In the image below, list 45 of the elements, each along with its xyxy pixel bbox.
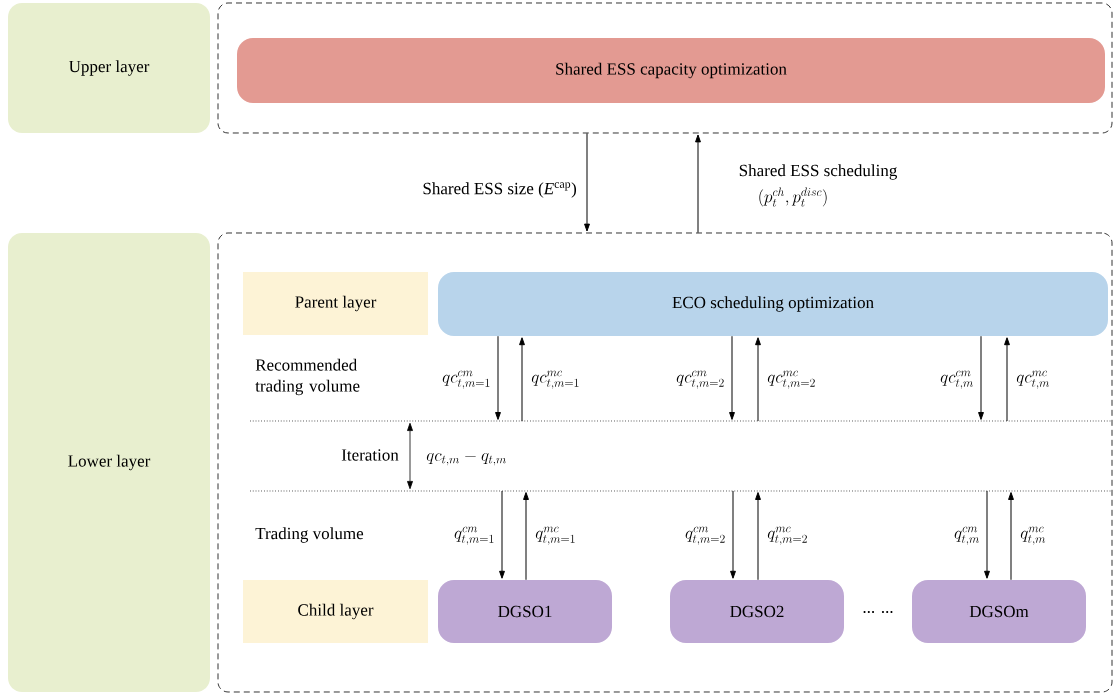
formula: $qc_{t,m} - q_{t,m}$ [426,452,506,466]
layer-label-box: Upper layer [8,3,210,133]
edge-label: $q^{cm}_{t,m=2}$ [684,525,727,546]
dashed-frame [217,232,1113,693]
row-label: Recommended trading volume [255,358,360,396]
process-box: DGSOm [912,580,1086,643]
process-box: DGSO1 [438,580,612,643]
edge-label: $q^{cm}_{t,m=1}$ [453,525,496,546]
ellipsis: ... ... [863,611,893,613]
dashed-frame [217,2,1113,134]
edge-label: $q^{mc}_{t,m=2}$ [766,525,809,546]
formula: $(p_t^{ch}, p_t^{disc})$ [759,187,827,207]
arrow [495,335,501,420]
arrow [755,492,761,581]
edge-label: $qc^{mc}_{t,m=2}$ [766,369,817,390]
edge-label: $q^{mc}_{t,m}$ [1019,525,1047,546]
edge-label: $qc^{cm}_{t,m=1}$ [441,369,492,390]
layer-label-box: Lower layer [8,233,210,692]
arrow [978,335,984,420]
arrow [519,337,525,422]
layer-label-box: Parent layer [243,272,428,335]
edge-label: $qc^{mc}_{t,m=1}$ [530,369,581,390]
arrow [984,490,990,579]
arrow [499,490,505,579]
arrow [1008,492,1014,581]
edge-label: $qc^{mc}_{t,m}$ [1015,369,1051,390]
edge-label: $q^{mc}_{t,m=1}$ [534,525,577,546]
edge-label: $qc^{cm}_{t,m}$ [939,369,975,390]
edge-label: $q^{cm}_{t,m}$ [953,525,981,546]
row-label: Iteration [341,449,399,461]
layer-label-box: Child layer [243,580,428,643]
edge-label: Shared ESS size (E$^{cap}$) [421,181,578,199]
process-box: Shared ESS capacity optimization [237,38,1105,103]
row-label: Trading volume [255,527,364,543]
arrow [695,134,701,234]
arrow [755,337,761,422]
arrow [729,335,735,420]
arrow [1004,337,1010,422]
arrow [730,490,736,579]
arrow [523,492,529,581]
edge-label: Shared ESS scheduling [737,163,899,181]
process-box: ECO scheduling optimization [438,272,1108,336]
process-box: DGSO2 [670,580,844,643]
arrow [584,132,590,232]
edge-label: $qc^{cm}_{t,m=2}$ [675,369,726,390]
